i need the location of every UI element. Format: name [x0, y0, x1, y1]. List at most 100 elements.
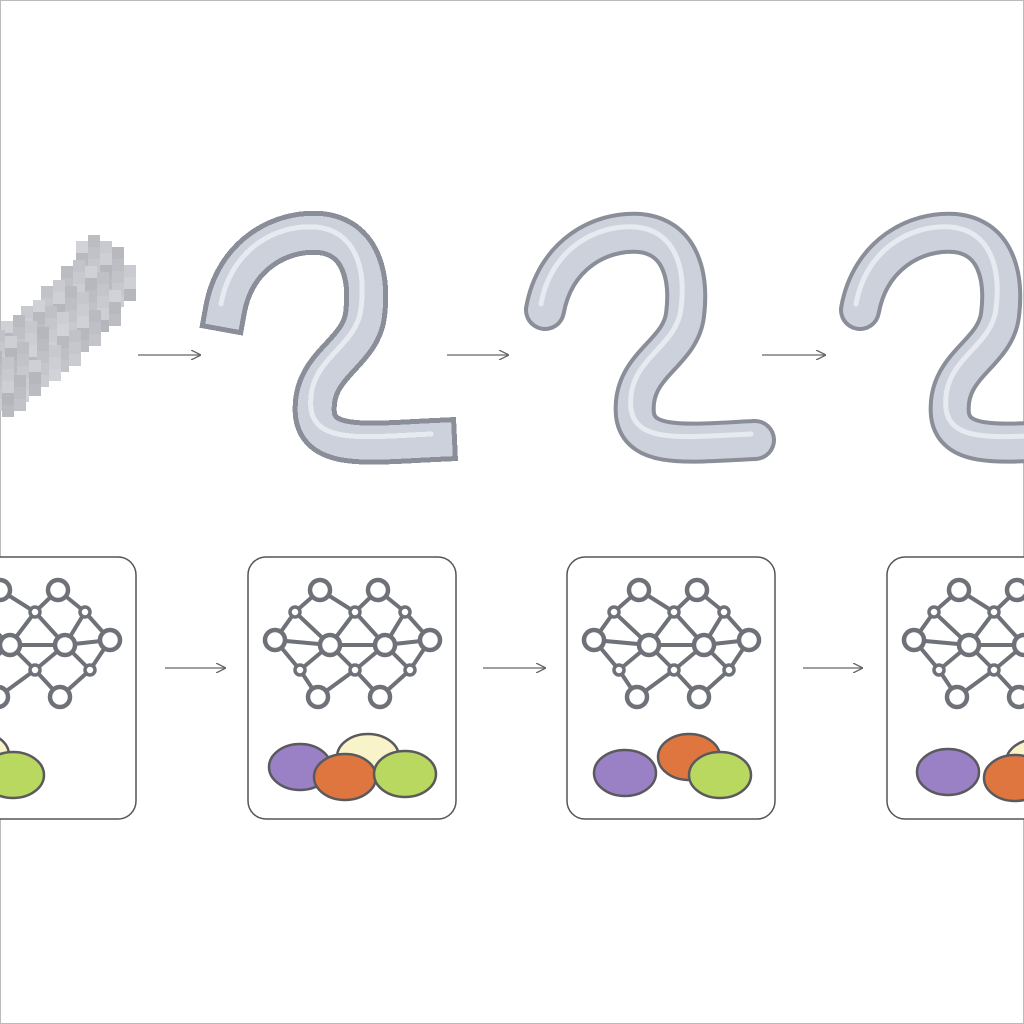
- network-node: [956, 632, 982, 658]
- pixel: [49, 357, 61, 369]
- network-box: [247, 556, 457, 820]
- pixel: [17, 354, 29, 366]
- pixel: [45, 306, 57, 318]
- network-node: [372, 632, 398, 658]
- pixel: [97, 272, 109, 284]
- network-cluster-icon: [262, 577, 443, 710]
- pixel: [0, 375, 2, 387]
- pixel: [29, 372, 41, 384]
- network-node: [624, 684, 650, 710]
- network-node-small: [927, 605, 941, 619]
- network-node: [317, 632, 343, 658]
- network-node: [901, 627, 927, 653]
- pixel: [69, 354, 81, 366]
- worm-body: [205, 215, 453, 460]
- pixel: [0, 387, 2, 399]
- network-box: [566, 556, 776, 820]
- pixel: [85, 278, 97, 290]
- pixel: [112, 271, 124, 283]
- pixel: [69, 342, 81, 354]
- pixel: [2, 381, 14, 393]
- pixel: [2, 393, 14, 405]
- pixel: [57, 324, 69, 336]
- network-node: [262, 627, 288, 653]
- network-node: [636, 632, 662, 658]
- pixel: [73, 260, 85, 272]
- pixel: [77, 292, 89, 304]
- network-node: [1011, 632, 1024, 658]
- bottom-row: [0, 556, 1024, 820]
- pixel: [89, 310, 101, 322]
- pixel: [0, 363, 2, 375]
- network-node-small: [293, 663, 307, 677]
- pixel: [109, 314, 121, 326]
- pixel: [124, 277, 136, 289]
- pixel: [76, 241, 88, 253]
- network-node: [1004, 577, 1024, 603]
- network-node: [0, 684, 11, 710]
- pixel: [73, 272, 85, 284]
- pixel: [77, 316, 89, 328]
- pixel: [2, 369, 14, 381]
- network-cluster-icon: [581, 577, 762, 710]
- worm-body: [843, 215, 1024, 460]
- pixel: [0, 330, 5, 342]
- network-node-small: [987, 605, 1001, 619]
- network-node: [417, 627, 443, 653]
- network-node: [946, 577, 972, 603]
- network-node: [686, 684, 712, 710]
- pixel: [14, 399, 26, 411]
- network-node-small: [667, 663, 681, 677]
- network-node: [944, 684, 970, 710]
- network-node-small: [987, 663, 1001, 677]
- network-node-small: [403, 663, 417, 677]
- pixel: [0, 351, 2, 363]
- network-box: [0, 556, 137, 820]
- network-node-small: [28, 605, 42, 619]
- pixel: [29, 384, 41, 396]
- network-node-small: [612, 663, 626, 677]
- blob-green: [0, 750, 46, 800]
- network-node: [626, 577, 652, 603]
- pixel: [0, 399, 2, 411]
- pixel: [17, 342, 29, 354]
- blob-green: [687, 750, 753, 800]
- network-node-small: [288, 605, 302, 619]
- pixel: [100, 253, 112, 265]
- network-node: [367, 684, 393, 710]
- pixel: [112, 259, 124, 271]
- pixel: [2, 357, 14, 369]
- pixel: [14, 387, 26, 399]
- network-node-small: [348, 605, 362, 619]
- network-node: [581, 627, 607, 653]
- worm-highlight: [218, 224, 434, 440]
- network-box: [886, 556, 1024, 820]
- network-node: [52, 632, 78, 658]
- network-node-small: [83, 663, 97, 677]
- blob-green: [372, 749, 438, 799]
- network-cluster-icon: [0, 577, 123, 710]
- pixel: [97, 284, 109, 296]
- pixel: [65, 286, 77, 298]
- pixel: [53, 292, 65, 304]
- low-res-worm-icon: [199, 210, 458, 465]
- pixel: [89, 334, 101, 346]
- pixel: [29, 360, 41, 372]
- pixel: [89, 322, 101, 334]
- worm-highlight: [538, 224, 754, 440]
- pixel: [49, 345, 61, 357]
- network-node-small: [717, 605, 731, 619]
- network-node-small: [607, 605, 621, 619]
- blob-orange: [312, 752, 378, 802]
- pixel: [37, 327, 49, 339]
- pixel: [14, 375, 26, 387]
- network-node-small: [348, 663, 362, 677]
- network-node: [736, 627, 762, 653]
- pixel: [41, 286, 53, 298]
- pixel: [97, 296, 109, 308]
- network-node: [45, 577, 71, 603]
- network-node-small: [78, 605, 92, 619]
- pixel: [124, 289, 136, 301]
- pixel: [88, 235, 100, 247]
